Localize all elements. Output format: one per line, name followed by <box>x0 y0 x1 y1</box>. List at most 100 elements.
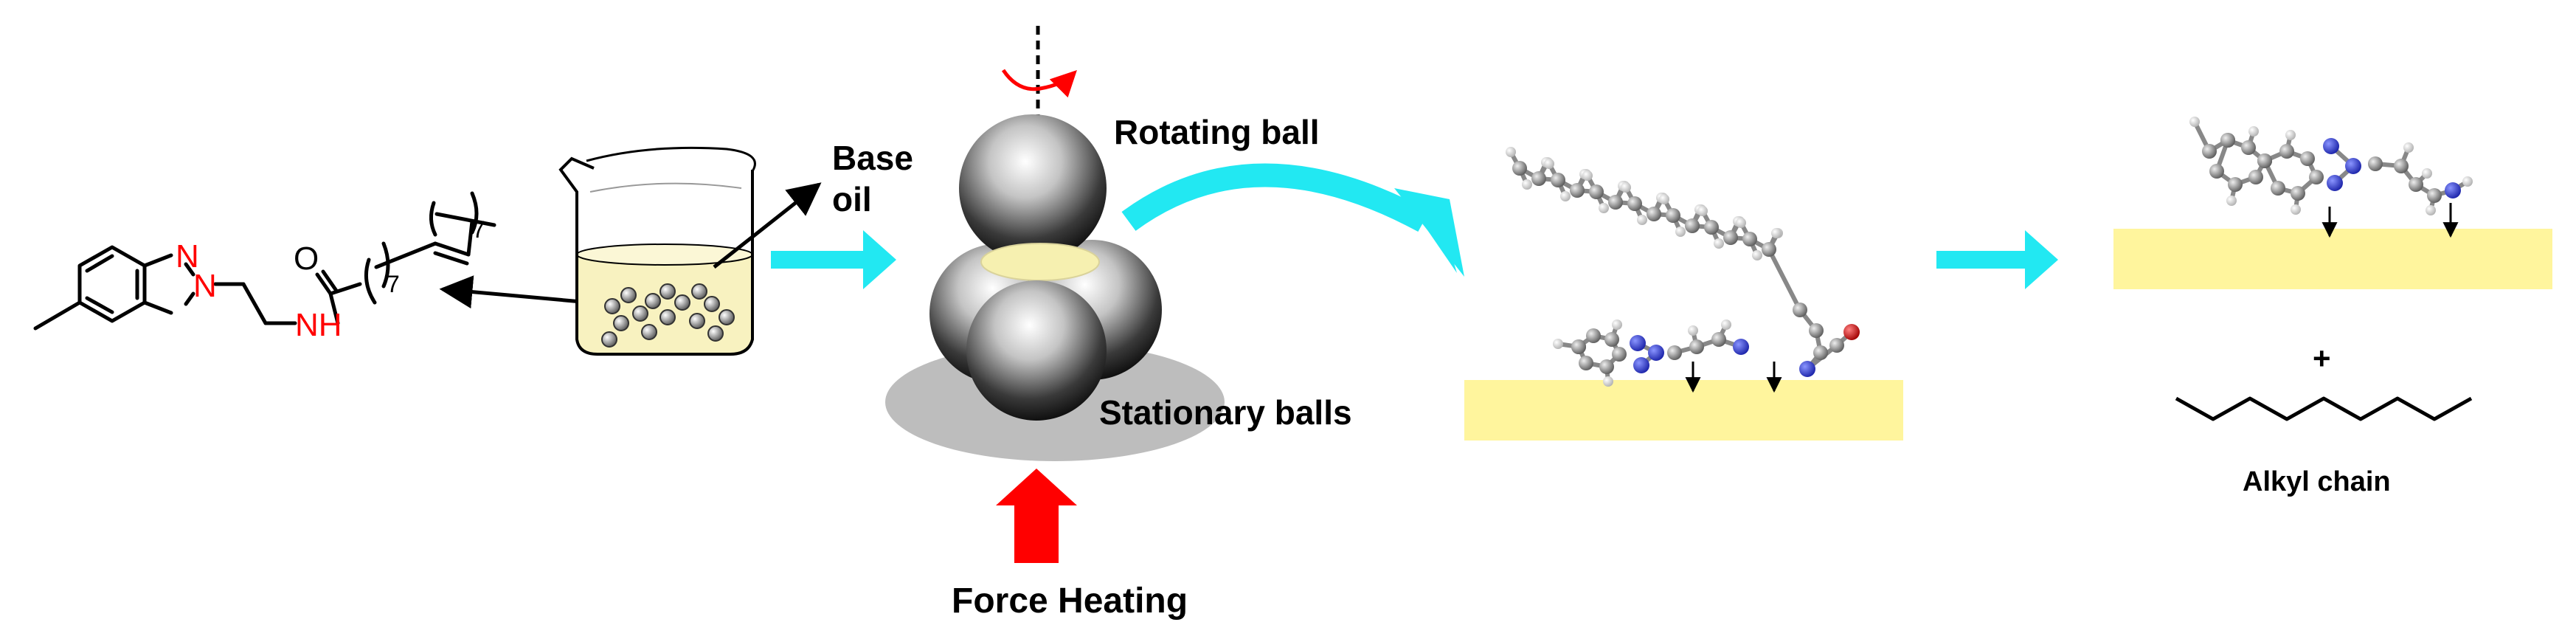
carbon-atom <box>1599 359 1614 374</box>
carbon-atom <box>2309 170 2324 184</box>
hydrogen-atom <box>2226 196 2237 206</box>
carbon-atom <box>2279 144 2294 159</box>
hydrogen-atom <box>1736 218 1746 228</box>
hydrogen-atom <box>1675 227 1686 237</box>
hydrogen-atom <box>1659 194 1669 204</box>
nitrogen-atom <box>1630 335 1646 351</box>
nitrogen-atom <box>2327 175 2343 191</box>
alkyl-chain-label: Alkyl chain <box>2243 466 2391 497</box>
flow-arrow-curved <box>1121 163 1430 232</box>
molecule-pointer-arrow <box>439 275 591 309</box>
carbon-atom <box>2228 177 2243 192</box>
hydrogen-atom <box>2291 204 2301 215</box>
carbon-atom <box>1666 208 1680 223</box>
hydrogen-atom <box>1697 206 1708 216</box>
nitrogen-atom <box>1633 357 1649 373</box>
flow-arrow-1 <box>771 230 896 289</box>
carbon-atom <box>1723 230 1738 245</box>
decomposed-molecule-model <box>2113 117 2552 289</box>
molecule-atom-labels: N N O NH 7 7 <box>176 216 485 343</box>
flow-arrow-3 <box>1936 230 2058 289</box>
hydrogen-atom <box>1522 179 1532 190</box>
hydrogen-atom <box>1752 250 1762 260</box>
carbon-atom <box>2427 188 2442 203</box>
metal-surface-1 <box>1464 380 1903 441</box>
hydrogen-atom <box>1714 238 1724 249</box>
hydrogen-atom <box>1688 325 1698 336</box>
base-oil-pointer-arrow <box>713 182 822 269</box>
chain-subscript-upper: 7 <box>472 216 485 243</box>
four-ball-tester <box>885 26 1225 461</box>
carbon-atom <box>1689 339 1704 354</box>
carbon-atom <box>2248 170 2263 184</box>
force-heating-label: Force Heating <box>952 581 1188 621</box>
hydrogen-atom <box>1637 215 1647 225</box>
nitrogen-atom <box>1799 361 1815 377</box>
nitrogen-atom <box>2445 182 2461 198</box>
stationary-balls-label: Stationary balls <box>1099 393 1352 432</box>
hydrogen-atom <box>1721 320 1731 330</box>
stationary-ball-front <box>966 280 1107 421</box>
carbon-atom <box>1571 339 1586 354</box>
ball-stick-molecule-1 <box>1506 147 1860 387</box>
carbon-atom <box>1667 345 1682 360</box>
carbon-atom <box>1809 323 1824 338</box>
hydrogen-atom <box>1553 339 1563 349</box>
carbon-atom <box>1813 345 1828 360</box>
rotation-direction-arrow <box>1001 69 1077 98</box>
carbon-atom <box>2368 156 2383 171</box>
hydrogen-atom <box>2462 176 2473 187</box>
nitrogen-atom <box>1648 345 1664 361</box>
carbon-atom <box>1531 171 1546 186</box>
carbon-atom <box>1551 173 1565 187</box>
nitrogen-atom <box>2345 158 2361 174</box>
carbon-atom <box>2394 159 2409 173</box>
hydrogen-atom <box>2426 205 2436 215</box>
hydrogen-atom <box>2403 142 2414 153</box>
carbon-atom <box>2271 181 2285 196</box>
beaker <box>558 146 756 356</box>
nitrogen-atom <box>1733 339 1749 355</box>
atom-n1: N <box>176 238 199 274</box>
chain-subscript-lower: 7 <box>387 271 400 297</box>
carbon-atom <box>1762 242 1776 257</box>
hydrogen-atom <box>1603 376 1613 387</box>
hydrogen-atom <box>1506 147 1516 157</box>
hydrogen-atom <box>2189 117 2200 127</box>
atom-nh: NH <box>295 307 342 343</box>
hydrogen-atom <box>1544 159 1554 169</box>
carbon-atom <box>2202 144 2217 159</box>
additive-molecule-structure <box>33 191 496 331</box>
hydrogen-atom <box>1621 182 1631 193</box>
carbon-atom <box>2291 186 2305 201</box>
carbon-atom <box>1711 332 1726 347</box>
plus-sign: + <box>2313 341 2331 376</box>
rotating-ball <box>959 114 1107 262</box>
carbon-atom <box>2409 177 2423 192</box>
carbon-atom <box>2241 140 2256 155</box>
alkyl-chain-structure <box>2175 396 2473 421</box>
hydrogen-atom <box>1612 320 1622 330</box>
base-oil-label-line2: oil <box>832 180 872 218</box>
bond <box>1767 248 1802 311</box>
adsorbed-molecule-model <box>1464 147 1903 441</box>
hydrogen-atom <box>1582 170 1593 181</box>
oxygen-atom <box>1843 324 1860 340</box>
carbon-atom <box>1512 161 1527 176</box>
hydrogen-atom <box>2248 126 2259 137</box>
carbon-atom <box>1685 218 1700 233</box>
carbon-atom <box>1704 220 1719 235</box>
carbon-atom <box>2220 133 2235 148</box>
ball-stick-molecule-2 <box>2189 117 2473 215</box>
carbon-atom <box>1570 183 1585 198</box>
contact-ring <box>980 243 1100 281</box>
carbon-atom <box>1579 356 1593 370</box>
carbon-atom <box>2209 164 2224 179</box>
metal-surface-2 <box>2113 229 2552 289</box>
hydrogen-atom <box>1560 191 1571 201</box>
nitrogen-atom <box>2323 138 2339 154</box>
carbon-atom <box>1586 328 1601 343</box>
atom-o: O <box>294 241 319 277</box>
hydrogen-atom <box>1771 228 1782 238</box>
